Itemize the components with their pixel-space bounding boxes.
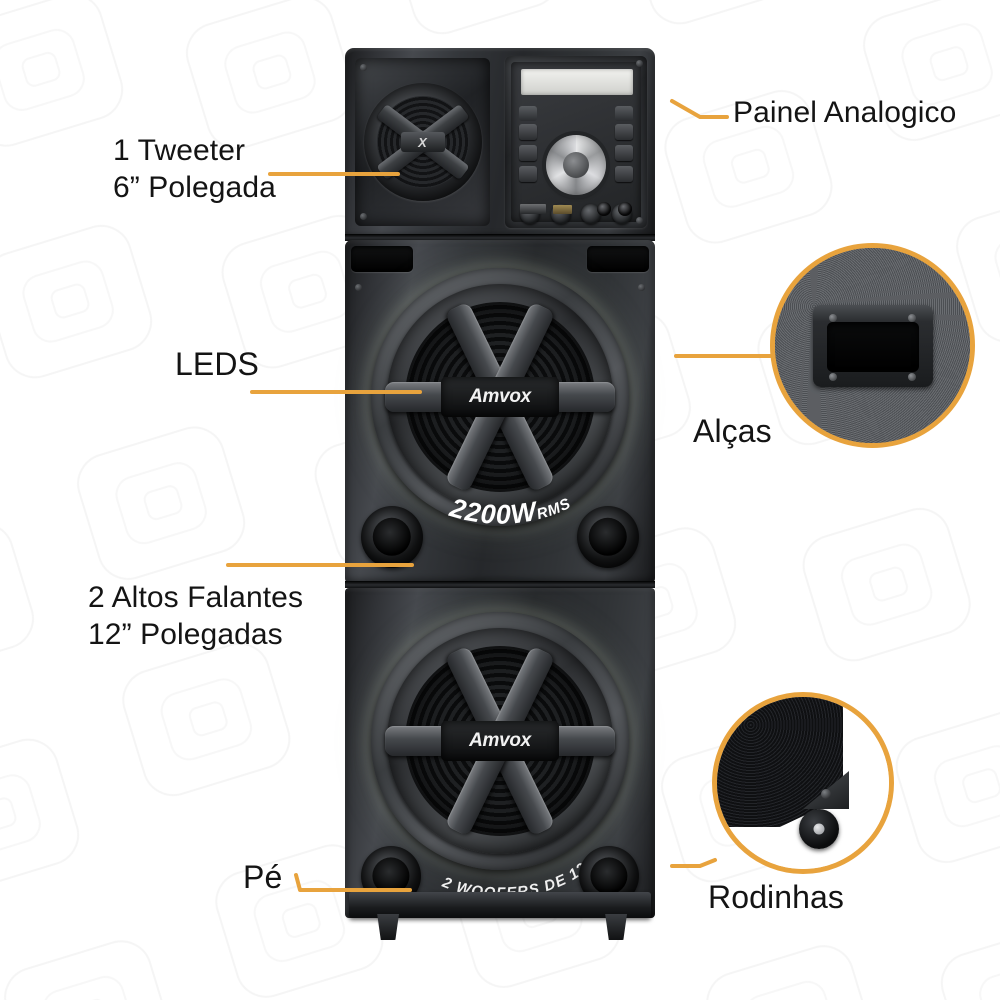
power-rating-text: 2200WRMS — [446, 492, 574, 530]
callout-tweeter: 1 Tweeter 6” Polegada — [113, 133, 276, 206]
callout-alcas-line1: Alças — [693, 413, 772, 449]
screw-icon — [829, 373, 837, 381]
callout-altos-falantes: 2 Altos Falantes 12” Polegadas — [88, 580, 303, 653]
callout-pe: Pé — [243, 858, 282, 897]
screw-icon — [636, 60, 643, 67]
tone-knob[interactable] — [581, 204, 602, 224]
cabinet-seam — [345, 234, 655, 241]
panel-button-group-right[interactable] — [615, 124, 633, 182]
callout-falantes-line1: 2 Altos Falantes — [88, 581, 304, 614]
tweeter-assembly: X — [355, 58, 490, 226]
aux-jack-icon[interactable] — [618, 202, 632, 216]
mic-jack-icon[interactable] — [597, 202, 611, 216]
control-panel-face — [511, 62, 641, 224]
sd-card-slot-icon[interactable] — [553, 204, 572, 214]
panel-button-group-left[interactable] — [519, 124, 537, 182]
screw-icon — [360, 64, 367, 71]
callout-tweeter-line1: 1 Tweeter — [113, 134, 246, 167]
leader-painel — [670, 99, 729, 119]
bass-port-left — [361, 506, 423, 568]
screw-icon — [360, 213, 367, 220]
volume-knob[interactable] — [546, 135, 606, 195]
svg-text:2200WRMS: 2200WRMS — [446, 492, 574, 530]
side-handle-left — [351, 246, 413, 272]
speaker-plinth — [349, 892, 651, 918]
screw-icon — [908, 314, 916, 322]
screw-icon — [821, 789, 831, 799]
usb-port-icon[interactable] — [520, 204, 546, 214]
cabinet-seam — [345, 581, 655, 588]
analog-control-panel[interactable] — [505, 56, 647, 228]
callout-tweeter-line2: 6” Polegada — [113, 170, 276, 204]
speaker-top-section: X — [345, 48, 655, 238]
woofer-dustcap: Amvox — [441, 377, 559, 417]
callout-leds: LEDS — [175, 345, 259, 384]
woofer-dustcap: Amvox — [441, 721, 559, 761]
screw-icon — [355, 284, 362, 291]
input-port-row[interactable] — [520, 202, 632, 216]
magnifier-alcas — [770, 243, 975, 448]
power-unit: RMS — [535, 495, 574, 523]
tweeter-logo: X — [400, 132, 445, 152]
leader-rodinhas — [670, 858, 717, 868]
panel-display — [521, 69, 633, 95]
bass-port-right — [577, 506, 639, 568]
callout-rodinhas-line1: Rodinhas — [708, 879, 845, 915]
brand-logo: Amvox — [469, 386, 531, 407]
speaker-middle-section: Amvox 2200WRMS — [345, 240, 655, 585]
caster-wheel — [799, 809, 839, 849]
woofer-upper: Amvox — [371, 268, 629, 526]
callout-painel-line1: Painel Analogico — [733, 96, 957, 129]
speaker-bottom-section: Amvox 2 WOOFERS DE 12" — [345, 588, 655, 940]
tweeter-horn: X — [363, 83, 482, 201]
callout-alcas: Alças — [693, 412, 772, 451]
callout-rodinhas: Rodinhas — [708, 878, 844, 917]
speaker-foot-left — [377, 914, 399, 940]
magnifier-rodinhas — [712, 692, 894, 874]
side-handle-right — [587, 246, 649, 272]
handle-texture-surface — [775, 248, 970, 443]
power-value: 2200W — [446, 492, 541, 530]
speaker-product-image: X — [345, 48, 655, 948]
panel-button[interactable] — [519, 106, 537, 121]
speaker-foot-right — [605, 914, 627, 940]
screw-icon — [638, 284, 645, 291]
woofer-lower: Amvox — [371, 612, 629, 870]
callout-leds-line1: LEDS — [175, 346, 259, 382]
screw-icon — [829, 314, 837, 322]
panel-button[interactable] — [615, 106, 633, 121]
brand-logo: Amvox — [469, 730, 531, 751]
callout-painel-analogico: Painel Analogico — [733, 95, 956, 132]
screw-icon — [908, 373, 916, 381]
screw-icon — [636, 217, 643, 224]
caster-scene — [717, 697, 889, 869]
callout-pe-line1: Pé — [243, 859, 283, 895]
callout-falantes-line2: 12” Polegadas — [88, 617, 283, 651]
